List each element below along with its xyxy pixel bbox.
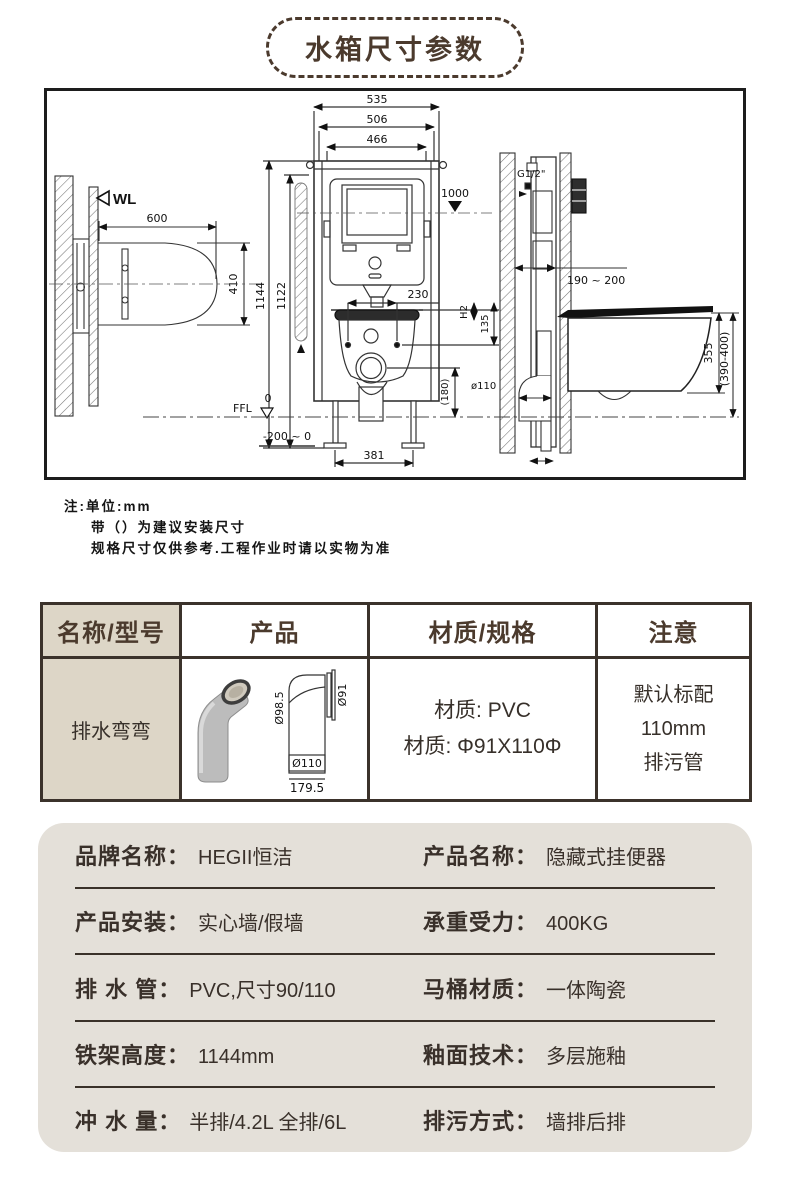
plan-view: WL 600 410 (49, 175, 262, 417)
spec-row-drainpipe: 排 水 管： PVC,尺寸90/110 马桶材质： 一体陶瓷 (75, 955, 715, 1022)
spec-list-panel: 品牌名称： HEGII恒洁 产品名称： 隐藏式挂便器 产品安装： 实心墙/假墙 … (38, 823, 752, 1152)
spec-row-frame-height: 铁架高度： 1144mm 釉面技术： 多层施釉 (75, 1022, 715, 1088)
drawing-notes: 注:单位:mm 带（）为建议安装尺寸 规格尺寸仅供参考.工程作业时请以实物为准 (64, 496, 391, 559)
spec-label: 马桶材质： (423, 976, 539, 1002)
elbow-dim-length: 179.5 (289, 781, 323, 795)
dim-355: 355 (702, 343, 715, 364)
dim-600: 600 (147, 212, 168, 225)
dim-180: (180) (440, 378, 451, 405)
elbow-dim-985: Ø98.5 (273, 691, 286, 724)
spec-row-brand: 品牌名称： HEGII恒洁 产品名称： 隐藏式挂便器 (75, 823, 715, 890)
spec-value: 400KG (546, 913, 609, 936)
note-cell-line-2: 110mm (640, 718, 707, 740)
dim-neg200: -200 ~ 0 (263, 430, 311, 443)
dim-1122: 1122 (275, 282, 288, 310)
spec-value: 实心墙/假墙 (198, 913, 304, 936)
dim-535: 535 (367, 93, 388, 106)
spec-value: 隐藏式挂便器 (546, 847, 667, 870)
material-line-2: 材质: Φ91X110Φ (403, 735, 562, 758)
table-cell-product: Ø98.5 Ø91 Ø110 179.5 (182, 659, 370, 799)
dim-190-200: 190 ~ 200 (567, 274, 625, 287)
spec-label: 排 水 管： (75, 976, 182, 1002)
product-table: 名称/型号 产品 材质/规格 注意 排水弯弯 Ø98.5 Ø91 Ø110 17… (40, 602, 752, 802)
spec-label: 排污方式： (423, 1108, 539, 1134)
spec-row-flush-volume: 冲 水 量： 半排/4.2L 全排/6L 排污方式： 墙排后排 (75, 1088, 715, 1152)
side-view: G1/2" 190 ~ 200 355 (390-400) (143, 152, 739, 465)
label-zero: 0 (265, 392, 272, 405)
material-line-1: 材质: PVC (434, 699, 531, 722)
dim-230: 230 (408, 288, 429, 301)
spec-row-install: 产品安装： 实心墙/假墙 承重受力： 400KG (75, 889, 715, 956)
spec-label: 釉面技术： (423, 1042, 539, 1068)
dim-1000: 1000 (441, 187, 469, 200)
note-line-2: 带（）为建议安装尺寸 (91, 520, 246, 535)
dim-390-400: (390-400) (718, 332, 731, 387)
spec-label: 产品安装： (75, 910, 191, 936)
note-line-3: 规格尺寸仅供参考.工程作业时请以实物为准 (91, 541, 392, 556)
spec-value: 半排/4.2L 全排/6L (189, 1111, 347, 1134)
table-cell-note: 默认标配 110mm 排污管 (598, 659, 749, 799)
note-line-1: 注:单位:mm (64, 499, 152, 514)
spec-value: HEGII恒洁 (198, 847, 293, 870)
table-cell-material: 材质: PVC 材质: Φ91X110Φ (370, 659, 598, 799)
dim-h2: H2 (459, 305, 470, 319)
spec-value: 墙排后排 (546, 1111, 627, 1134)
spec-label: 铁架高度： (75, 1042, 191, 1068)
note-cell-line-3: 排污管 (643, 752, 704, 774)
technical-drawing: WL 600 410 535 506 466 (49, 93, 739, 467)
dim-381: 381 (364, 449, 385, 462)
spec-value: 一体陶瓷 (546, 979, 627, 1002)
table-header-product: 产品 (182, 605, 370, 659)
front-view: 535 506 466 1000 (233, 93, 499, 467)
spec-value: 1144mm (198, 1045, 275, 1068)
spec-value: PVC,尺寸90/110 (189, 979, 336, 1002)
technical-drawing-panel: WL 600 410 535 506 466 (44, 88, 746, 480)
elbow-photo (197, 685, 249, 783)
dim-506: 506 (367, 113, 388, 126)
label-ffl: FFL (233, 402, 253, 415)
table-header-material: 材质/规格 (370, 605, 598, 659)
spec-label: 产品名称： (423, 844, 539, 870)
page-title: 水箱尺寸参数 (266, 17, 524, 78)
spec-label: 冲 水 量： (75, 1108, 182, 1134)
dim-dia110: ø110 (471, 381, 496, 392)
note-cell-line-1: 默认标配 (633, 684, 714, 706)
label-wl: WL (113, 191, 136, 208)
spec-label: 承重受力： (423, 910, 539, 936)
table-header-name: 名称/型号 (43, 605, 182, 659)
table-cell-name: 排水弯弯 (43, 659, 182, 799)
drain-elbow-image: Ø98.5 Ø91 Ø110 179.5 (197, 669, 349, 795)
elbow-dim-110: Ø110 (292, 757, 322, 770)
label-g12: G1/2" (517, 169, 545, 180)
dim-466: 466 (367, 133, 388, 146)
elbow-dim-91: Ø91 (336, 684, 349, 707)
dim-1144: 1144 (254, 282, 267, 310)
table-header-note: 注意 (598, 605, 749, 659)
dim-135: 135 (480, 314, 491, 333)
spec-label: 品牌名称： (75, 844, 191, 870)
spec-value: 多层施釉 (546, 1045, 627, 1068)
